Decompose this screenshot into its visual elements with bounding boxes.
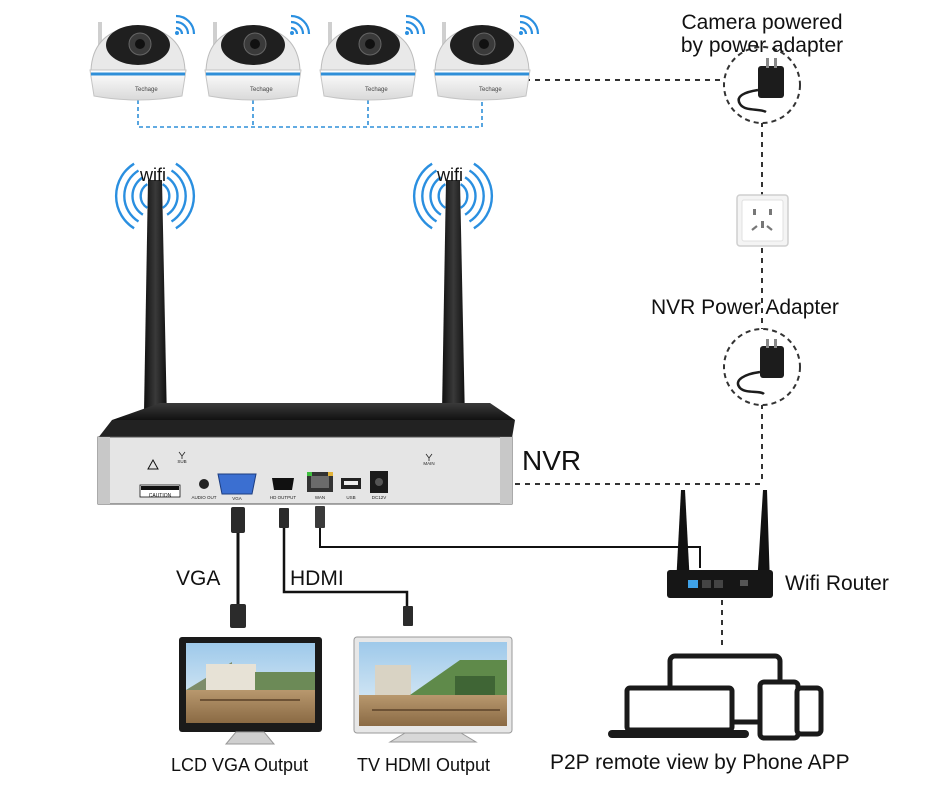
vga-label: VGA bbox=[176, 567, 221, 590]
wifi-wave-left-arc bbox=[412, 162, 433, 230]
nvr-usb-label: USB bbox=[346, 495, 355, 500]
camera-2: Techage bbox=[204, 22, 302, 101]
wifi-wave-left-arc bbox=[114, 162, 135, 230]
wifi-waves bbox=[114, 162, 494, 230]
remote-devices-icon bbox=[608, 653, 824, 741]
nvr-wan-label: WAN bbox=[315, 495, 325, 500]
wifi-wave-right-arc bbox=[161, 183, 171, 209]
nvr-audio-label: AUDIO OUT bbox=[191, 495, 216, 500]
wifi-wave-right-arc bbox=[166, 176, 179, 216]
camera-power-label-line1: Camera powered bbox=[681, 11, 843, 34]
hdmi-cable bbox=[279, 508, 413, 626]
wifi-wave-left-arc bbox=[131, 176, 144, 216]
camera-row bbox=[137, 79, 725, 128]
wifi-wave-left-arc bbox=[429, 176, 442, 216]
p2p-remote-view-label: P2P remote view by Phone APP bbox=[550, 751, 850, 774]
ethernet-cable bbox=[315, 506, 701, 568]
nvr-dc-label: DC12V bbox=[372, 495, 387, 500]
camera-power-adapter-icon bbox=[723, 46, 801, 124]
vga-cable bbox=[230, 507, 246, 628]
camera-4: Techage bbox=[433, 22, 531, 101]
camera-link-line bbox=[137, 100, 483, 128]
nvr-hd-label: HD OUTPUT bbox=[270, 495, 296, 500]
camera-brand-label: Techage bbox=[135, 87, 158, 93]
nvr-vga-label: VGA bbox=[232, 496, 242, 501]
tv-hdmi-output-label: TV HDMI Output bbox=[357, 755, 491, 775]
nvr-device: CAUTION AUDIO OUT VGA HD OUTPUT WAN USB … bbox=[97, 403, 515, 505]
wifi-wave-right-arc bbox=[170, 169, 187, 223]
nvr-power-adapter-label: NVR Power Adapter bbox=[651, 296, 839, 319]
wifi-router-label: Wifi Router bbox=[785, 572, 889, 595]
wifi-wave-right-arc bbox=[473, 162, 494, 230]
camera-wifi-icon bbox=[519, 14, 540, 35]
camera-brand-label: Techage bbox=[250, 87, 273, 93]
camera-wifi-icon bbox=[405, 14, 426, 35]
wifi-wave-left-arc bbox=[123, 169, 140, 223]
nvr-power-adapter-icon bbox=[723, 328, 801, 406]
wifi-wave-right-arc bbox=[175, 162, 196, 230]
wifi-wave-right-arc bbox=[468, 169, 485, 223]
camera-power-label: Camera powered by power adapter bbox=[662, 12, 862, 56]
wifi-wave-left-arc bbox=[139, 183, 149, 209]
wifi-wave-right-arc bbox=[464, 176, 477, 216]
camera-wifi-icon bbox=[290, 14, 311, 35]
hdmi-label: HDMI bbox=[290, 567, 344, 590]
wall-socket-icon bbox=[736, 194, 789, 247]
lcd-vga-output-label: LCD VGA Output bbox=[171, 755, 309, 775]
camera-brand-label: Techage bbox=[479, 87, 502, 93]
wifi-label-left: wifi bbox=[140, 165, 166, 185]
nvr-caution-label: CAUTION bbox=[149, 493, 172, 499]
camera-power-label-line2: by power adapter bbox=[680, 34, 844, 57]
camera-wifi-icon bbox=[175, 14, 196, 35]
camera-3: Techage bbox=[319, 22, 417, 101]
wifi-wave-left-arc bbox=[421, 169, 438, 223]
nvr-main-label: MAIN bbox=[423, 461, 434, 466]
camera-brand-label: Techage bbox=[365, 87, 388, 93]
lcd-vga-monitor bbox=[179, 637, 322, 745]
nvr-sub-label: SUB bbox=[177, 459, 186, 464]
tv-hdmi-monitor bbox=[353, 636, 513, 743]
wifi-wave-left-arc bbox=[437, 183, 447, 209]
wifi-wave-right-arc bbox=[459, 183, 469, 209]
camera-1: Techage bbox=[89, 22, 187, 101]
wifi-label-right: wifi bbox=[437, 165, 463, 185]
wifi-router-icon bbox=[667, 490, 773, 598]
nvr-label: NVR bbox=[522, 445, 582, 476]
